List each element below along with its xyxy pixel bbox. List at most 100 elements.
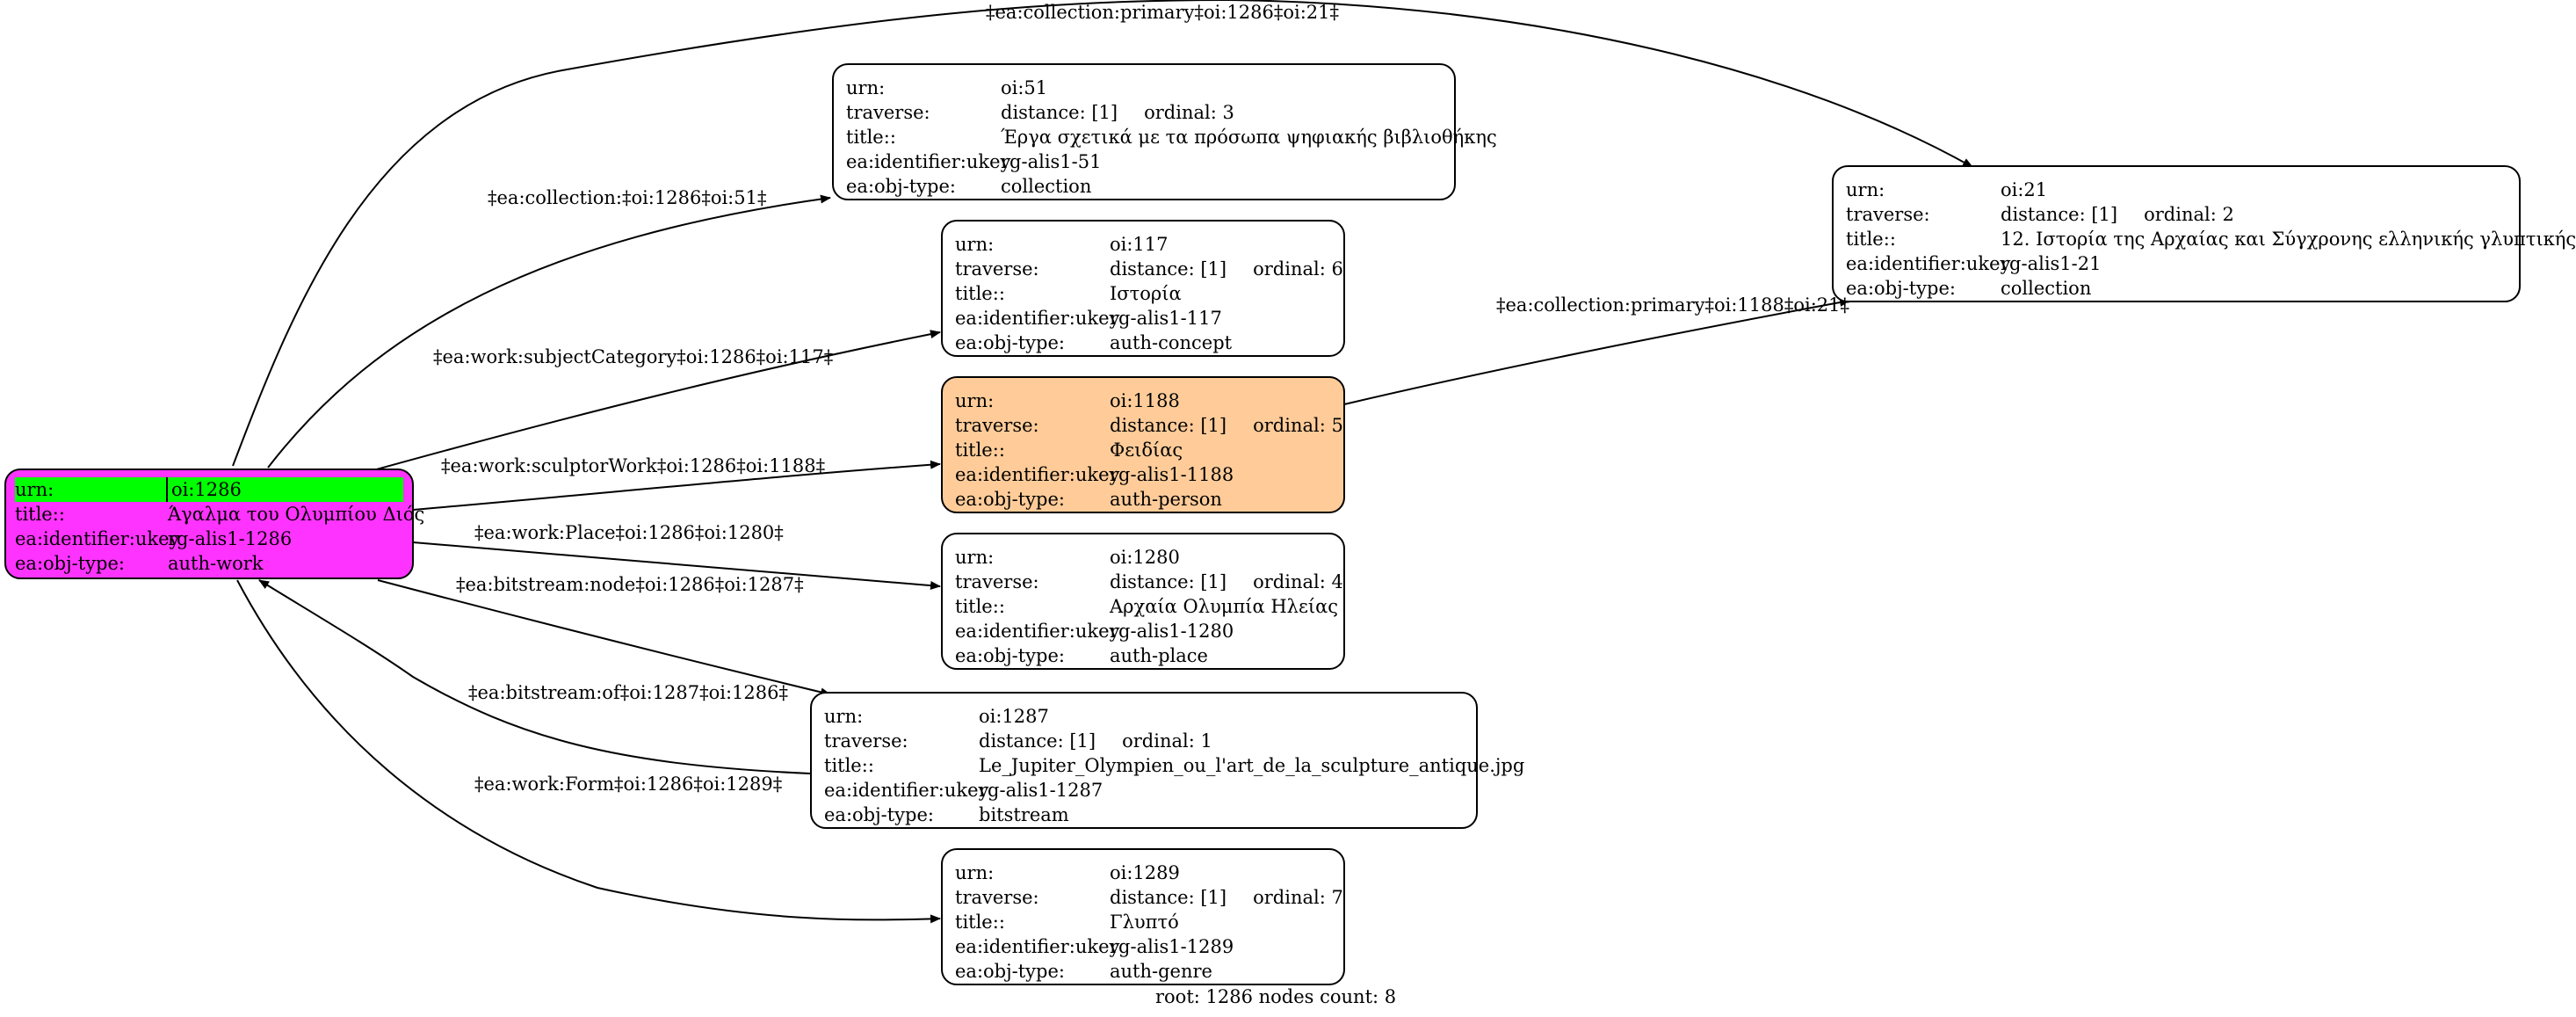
node-key: ea:identifier:ukey <box>955 936 1120 957</box>
root-row-objtype: ea:obj-type: auth-work <box>15 551 403 576</box>
root-row-urn: urn: oi:1286 <box>15 477 403 502</box>
node-key: ea:identifier:ukey <box>824 780 989 801</box>
node-row-traverse: traverse: distance: [1] ordinal: 3 <box>846 100 1442 125</box>
node-key: traverse: <box>955 258 1039 280</box>
node-row-title: title::Γλυπτό <box>955 910 1331 934</box>
node-distance: distance: [1] <box>1001 102 1118 123</box>
node-row-objtype: ea:obj-type: collection <box>846 174 1442 199</box>
node-key: traverse: <box>955 571 1039 592</box>
root-key: ea:identifier:ukey <box>15 528 180 549</box>
node-key: title:: <box>1846 229 1896 250</box>
node-row-urn: urn:oi:1188 <box>955 389 1331 413</box>
edge-sculptor-work-1286-1188 <box>412 460 941 511</box>
node-row-traverse: traverse: distance: [1]ordinal: 2 <box>1846 202 2507 227</box>
node-key: traverse: <box>1846 204 1930 225</box>
node-key: ea:obj-type: <box>955 489 1065 510</box>
edge-label-bitstream-of-1287-1286: ‡ea:bitstream:of‡oi:1287‡oi:1286‡ <box>468 682 788 703</box>
node-key: urn: <box>955 547 995 568</box>
node-key: ea:obj-type: <box>955 645 1065 666</box>
root-key: ea:obj-type: <box>15 553 125 574</box>
node-value: Le_Jupiter_Olympien_ou_l'art_de_la_sculp… <box>979 755 1525 776</box>
node-row-traverse: traverse: distance: [1] ordinal: 5 <box>955 413 1343 438</box>
node-oi117[interactable]: urn: oi:117 traverse: distance: [1] ordinal:… <box>941 220 1345 357</box>
node-ordinal: ordinal: 2 <box>2144 204 2234 225</box>
edge-bitstream-of-1287-1286 <box>258 579 811 774</box>
node-key: urn: <box>955 234 995 255</box>
node-ordinal: ordinal: 3 <box>1144 102 1234 123</box>
node-key: title:: <box>846 127 896 148</box>
node-distance: distance: [1] <box>1110 887 1227 908</box>
node-key: ea:obj-type: <box>1846 278 1956 299</box>
node-value: distance: [1]ordinal: 2 <box>2001 202 2234 227</box>
edge-label-form-1286-1289: ‡ea:work:Form‡oi:1286‡oi:1289‡ <box>474 774 783 795</box>
node-value: Έργα σχετικά με τα πρόσωπα ψηφιακής βιβλ… <box>1001 127 1497 148</box>
node-row-title: title::Αρχαία Ολυμπία Ηλείας <box>955 594 1338 619</box>
root-row-ukey: ea:identifier:ukey rg-alis1-1286 <box>15 527 403 551</box>
node-key: urn: <box>955 862 995 883</box>
node-value: distance: [1]ordinal: 4 <box>1110 570 1343 594</box>
node-value: oi:51 <box>1001 77 1048 98</box>
node-key: title:: <box>955 283 1005 304</box>
node-key: urn: <box>846 77 886 98</box>
node-distance: distance: [1] <box>1110 258 1227 280</box>
node-value: distance: [1] ordinal: 3 <box>1001 100 1234 125</box>
node-ordinal: ordinal: 5 <box>1253 415 1343 436</box>
node-value: rg-alis1-1188 <box>1110 464 1234 485</box>
node-key: ea:identifier:ukey <box>846 151 1011 172</box>
node-row-urn: urn:oi:1280 <box>955 545 1331 570</box>
node-value: collection <box>2001 278 2092 299</box>
edge-subject-category-1286-117 <box>373 330 941 471</box>
node-key: ea:identifier:ukey <box>955 464 1120 485</box>
node-root-oi1286[interactable]: urn: oi:1286 title:: Άγαλμα του Ολυμπίου… <box>4 469 424 579</box>
node-row-urn: urn:oi:21 <box>1846 178 2507 202</box>
node-value: auth-concept <box>1110 332 1233 353</box>
graph-edges <box>232 0 1973 924</box>
node-ordinal: ordinal: 6 <box>1253 258 1343 280</box>
node-value: collection <box>1001 176 1092 197</box>
edge-label-bitstream-node-1286-1287: ‡ea:bitstream:node‡oi:1286‡oi:1287‡ <box>456 574 804 595</box>
node-ordinal: ordinal: 4 <box>1253 571 1343 592</box>
node-row-traverse: traverse:distance: [1]ordinal: 1 <box>824 729 1464 753</box>
node-value: auth-genre <box>1110 961 1212 982</box>
node-oi51[interactable]: urn: oi:51 traverse: distance: [1] ordinal: … <box>832 63 1497 200</box>
node-row-title: title::Le_Jupiter_Olympien_ou_l'art_de_l… <box>824 753 1524 778</box>
node-value: distance: [1]ordinal: 7 <box>1110 885 1343 910</box>
node-distance: distance: [1] <box>979 730 1096 752</box>
node-row-objtype: ea:obj-type:auth-concept <box>955 331 1331 355</box>
node-row-urn: urn:oi:1287 <box>824 704 1464 729</box>
node-value: Φειδίας <box>1110 439 1183 461</box>
edge-label-collection-1286-51: ‡ea:collection:‡oi:1286‡oi:51‡ <box>488 187 767 208</box>
node-value: distance: [1]ordinal: 1 <box>979 729 1212 753</box>
edge-place-1286-1280 <box>412 541 941 591</box>
edge-collection-primary-1286-21 <box>232 0 1973 467</box>
node-value: auth-place <box>1110 645 1208 666</box>
node-key: urn: <box>824 706 864 727</box>
node-key: traverse: <box>846 102 930 123</box>
edge-bitstream-node-1286-1287 <box>377 579 831 697</box>
node-distance: distance: [1] <box>1110 415 1227 436</box>
node-row-objtype: ea:obj-type:bitstream <box>824 803 1464 827</box>
node-value: rg-alis1-21 <box>2001 253 2102 274</box>
root-value: oi:1286 <box>166 477 403 502</box>
node-value: oi:21 <box>2001 179 2048 200</box>
node-row-traverse: traverse: distance: [1]ordinal: 4 <box>955 570 1343 594</box>
node-value: oi:117 <box>1110 234 1169 255</box>
node-row-title: title::Φειδίας <box>955 438 1331 462</box>
root-key: title:: <box>15 504 65 525</box>
root-value: rg-alis1-1286 <box>168 528 293 549</box>
node-key: title:: <box>955 596 1005 617</box>
node-value: Αρχαία Ολυμπία Ηλείας <box>1110 596 1339 617</box>
node-key: traverse: <box>955 415 1039 436</box>
node-value: distance: [1] ordinal: 5 <box>1110 413 1343 438</box>
node-row-objtype: ea:obj-type: auth-place <box>955 643 1331 668</box>
node-key: ea:obj-type: <box>846 176 956 197</box>
root-row-title: title:: Άγαλμα του Ολυμπίου Διός <box>15 502 424 527</box>
